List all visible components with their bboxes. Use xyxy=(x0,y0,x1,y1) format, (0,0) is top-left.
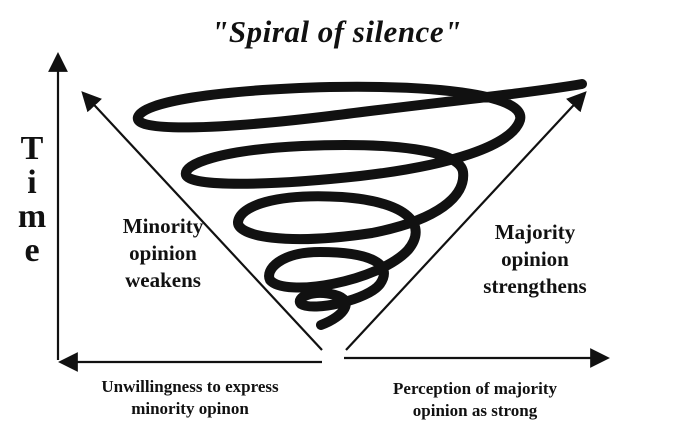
spiral-curve xyxy=(132,79,587,330)
time-letter: T xyxy=(20,130,44,167)
minority-label-line: opinion xyxy=(129,241,197,265)
x-axis-left-caption: Unwillingness to express minority opinon xyxy=(60,376,320,420)
time-letter: e xyxy=(24,232,40,269)
diagram-title: "Spiral of silence" xyxy=(211,14,462,49)
x-axis-left-caption-line: Unwillingness to express xyxy=(101,377,279,396)
time-letter: i xyxy=(27,164,37,201)
x-axis-right-caption-line: opinion as strong xyxy=(412,401,538,420)
minority-label: Minority opinion weakens xyxy=(88,213,238,294)
majority-label-line: opinion xyxy=(501,247,569,271)
majority-label-line: Majority xyxy=(494,220,576,244)
majority-label: Majority opinion strengthens xyxy=(455,219,615,300)
minority-diagonal-arrow xyxy=(81,91,323,351)
majority-diagonal-arrow xyxy=(345,91,587,351)
x-axis-right-caption: Perception of majority opinion as strong xyxy=(350,378,600,422)
majority-label-line: strengthens xyxy=(483,274,587,298)
minority-label-line: weakens xyxy=(125,268,201,292)
time-letter: m xyxy=(17,198,47,235)
minority-label-line: Minority xyxy=(122,214,204,238)
time-axis-label: T i m e xyxy=(17,132,47,268)
x-axis-left-caption-line: minority opinon xyxy=(131,399,249,418)
x-axis-right-caption-line: Perception of majority xyxy=(393,379,557,398)
